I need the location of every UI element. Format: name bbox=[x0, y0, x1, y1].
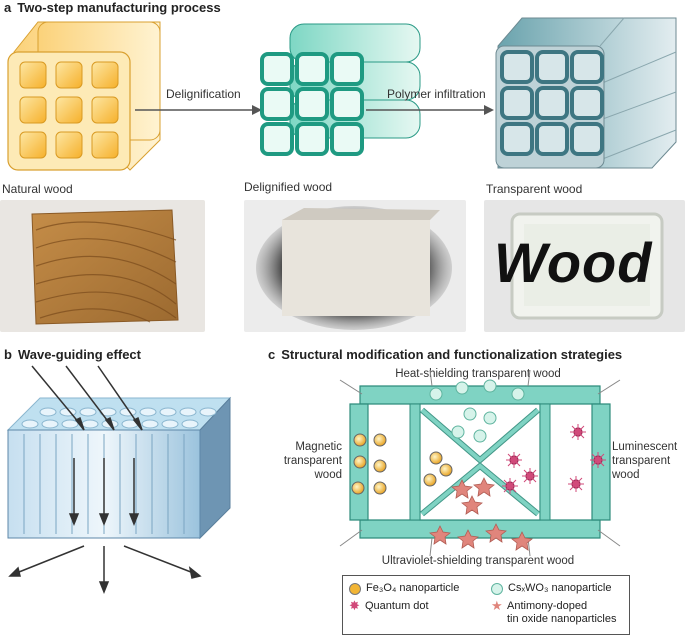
panel-a-title: a Two-step manufacturing process bbox=[4, 0, 221, 15]
panel-b-title-text: Wave-guiding effect bbox=[17, 347, 141, 362]
fe3o4-icon bbox=[349, 583, 361, 595]
label-luminescent-line2: transparent bbox=[612, 455, 671, 467]
caption-natural-wood: Natural wood bbox=[2, 182, 73, 196]
legend-box: Fe₃O₄ nanoparticle CsₓWO₃ nanoparticle ✸… bbox=[342, 575, 630, 635]
label-luminescent-line3: wood bbox=[612, 469, 640, 481]
label-luminescent-line1: Luminescent bbox=[612, 441, 678, 453]
label-magnetic-line2: transparent bbox=[283, 455, 342, 467]
panel-b-title: b Wave-guiding effect bbox=[4, 347, 141, 362]
label-heat-shielding: Heat-shielding transparent wood bbox=[395, 368, 561, 380]
delignified-wood-block bbox=[260, 23, 421, 156]
photo-transparent-wood: Wood bbox=[484, 200, 685, 332]
legend-item-qdot: ✸ Quantum dot bbox=[349, 598, 429, 613]
legend-item-fe3o4: Fe₃O₄ nanoparticle bbox=[349, 582, 459, 595]
label-luminescent: Luminescent transparent wood bbox=[612, 440, 682, 482]
panel-c-letter: c bbox=[268, 347, 276, 362]
label-magnetic: Magnetic transparent wood bbox=[282, 440, 342, 482]
label-magnetic-line1: Magnetic bbox=[295, 441, 342, 453]
photo-delignified-wood bbox=[244, 200, 466, 332]
quantum-dot-icon: ✸ bbox=[349, 598, 360, 613]
panel-c-title-text: Structural modification and functionaliz… bbox=[281, 347, 623, 362]
step2-label: Polymer infiltration bbox=[387, 87, 486, 101]
label-magnetic-line3: wood bbox=[314, 469, 343, 481]
legend-ato-line1: Antimony-doped bbox=[507, 600, 588, 612]
legend-qdot-label: Quantum dot bbox=[365, 600, 429, 612]
transparent-wood-block bbox=[495, 17, 677, 169]
cswo3-icon bbox=[491, 583, 503, 595]
legend-fe3o4-label: Fe₃O₄ nanoparticle bbox=[366, 582, 460, 594]
panel-a-letter: a bbox=[4, 0, 12, 15]
legend-ato-label: Antimony-doped tin oxide nanoparticles bbox=[507, 600, 616, 626]
legend-item-ato: ★ Antimony-doped tin oxide nanoparticles bbox=[491, 598, 616, 626]
step1-label: Delignification bbox=[166, 87, 241, 101]
photo-natural-wood bbox=[0, 200, 205, 332]
legend-cswo3-label: CsₓWO₃ nanoparticle bbox=[508, 582, 612, 594]
arrow-polymer-infiltration bbox=[366, 105, 494, 115]
natural-wood-block bbox=[7, 21, 161, 171]
wave-guiding-diagram bbox=[6, 365, 232, 595]
caption-delignified-wood: Delignified wood bbox=[244, 180, 333, 194]
label-uv-shielding: Ultraviolet-shielding transparent wood bbox=[381, 555, 575, 567]
photo-wood-text: Wood bbox=[494, 231, 653, 294]
panel-a-diagram bbox=[7, 17, 677, 171]
legend-item-cswo3: CsₓWO₃ nanoparticle bbox=[491, 582, 611, 595]
panel-a-title-text: Two-step manufacturing process bbox=[17, 0, 221, 15]
legend-ato-line2: tin oxide nanoparticles bbox=[507, 613, 617, 625]
panel-b-letter: b bbox=[4, 347, 12, 362]
arrow-delignification bbox=[135, 105, 262, 115]
caption-transparent-wood: Transparent wood bbox=[486, 182, 583, 196]
panel-c-title: c Structural modification and functionali… bbox=[268, 347, 622, 362]
ato-star-icon: ★ bbox=[491, 598, 503, 613]
